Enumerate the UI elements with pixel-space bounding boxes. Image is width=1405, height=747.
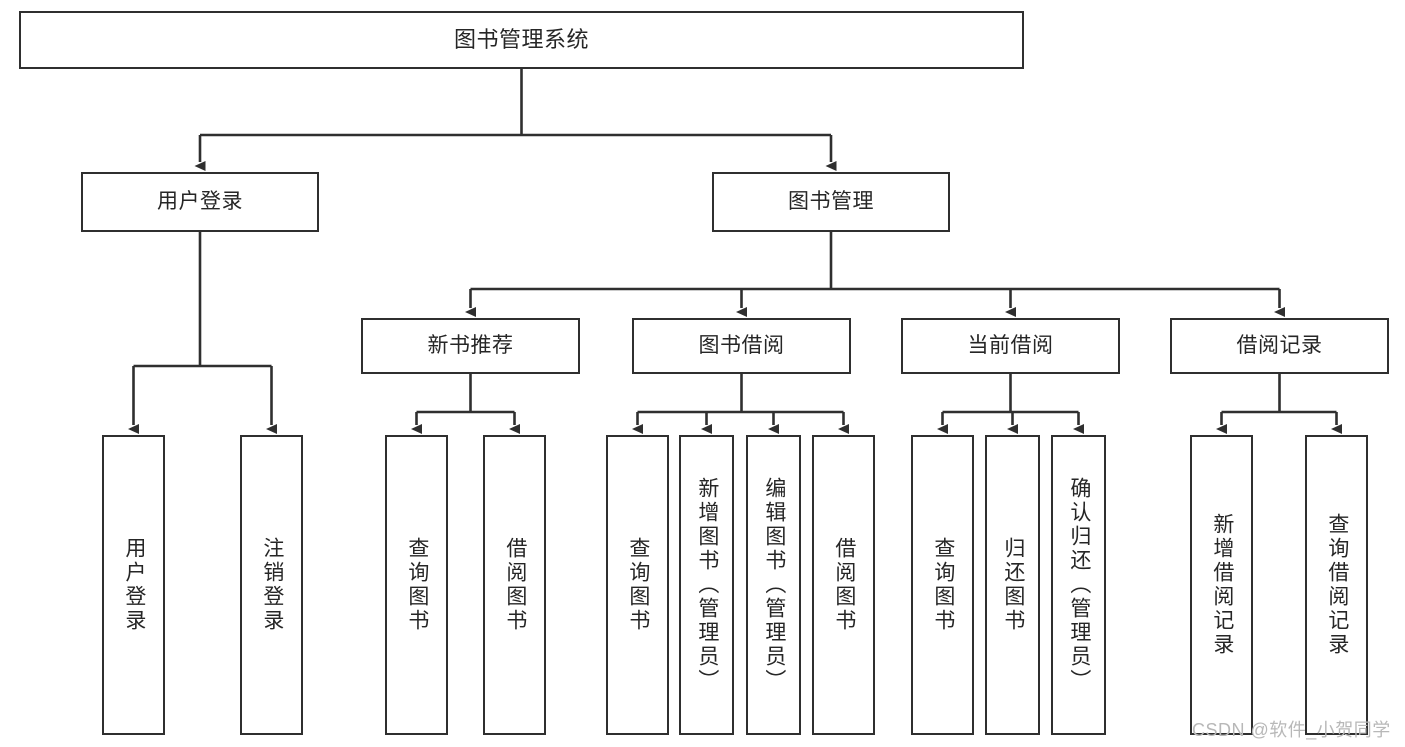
node-login-1[interactable]: 用户登录 (102, 435, 165, 735)
node-label-root: 图书管理系统 (453, 27, 589, 53)
node-label-current: 当前借阅 (967, 333, 1054, 357)
node-current-3[interactable]: 确认归还（管理员） (1051, 435, 1106, 735)
node-records-1[interactable]: 新增借阅记录 (1190, 435, 1253, 735)
node-label-current-2: 归还图书 (1001, 537, 1025, 633)
node-label-borrow-4: 借阅图书 (832, 537, 856, 633)
node-label-login-2: 注销登录 (260, 537, 284, 633)
node-label-borrow-1: 查询图书 (626, 537, 650, 633)
node-borrow-1[interactable]: 查询图书 (606, 435, 669, 735)
watermark-text: CSDN @软件_小贺同学 (1192, 720, 1391, 740)
node-root[interactable]: 图书管理系统 (19, 11, 1024, 69)
node-current[interactable]: 当前借阅 (901, 318, 1120, 374)
node-bookmgmt[interactable]: 图书管理 (712, 172, 950, 232)
node-records[interactable]: 借阅记录 (1170, 318, 1389, 374)
node-borrow-2[interactable]: 新增图书（管理员） (679, 435, 734, 735)
node-borrow-4[interactable]: 借阅图书 (812, 435, 875, 735)
node-label-borrow-3: 编辑图书（管理员） (762, 477, 786, 693)
node-current-2[interactable]: 归还图书 (985, 435, 1040, 735)
node-label-login-1: 用户登录 (122, 537, 146, 633)
node-label-current-1: 查询图书 (931, 537, 955, 633)
node-login[interactable]: 用户登录 (81, 172, 319, 232)
node-label-newbook-1: 查询图书 (405, 537, 429, 633)
node-label-records-1: 新增借阅记录 (1210, 513, 1234, 657)
node-label-newbook-2: 借阅图书 (503, 537, 527, 633)
node-newbook[interactable]: 新书推荐 (361, 318, 580, 374)
node-borrow-3[interactable]: 编辑图书（管理员） (746, 435, 801, 735)
node-newbook-1[interactable]: 查询图书 (385, 435, 448, 735)
node-label-login: 用户登录 (157, 189, 243, 213)
node-label-borrow: 图书借阅 (698, 333, 785, 357)
node-label-newbook: 新书推荐 (427, 333, 514, 357)
node-login-2[interactable]: 注销登录 (240, 435, 303, 735)
node-label-records: 借阅记录 (1236, 333, 1323, 357)
node-label-borrow-2: 新增图书（管理员） (695, 477, 719, 693)
node-label-records-2: 查询借阅记录 (1325, 513, 1349, 657)
node-newbook-2[interactable]: 借阅图书 (483, 435, 546, 735)
node-label-bookmgmt: 图书管理 (788, 189, 874, 213)
node-label-current-3: 确认归还（管理员） (1067, 477, 1091, 693)
node-borrow[interactable]: 图书借阅 (632, 318, 851, 374)
node-records-2[interactable]: 查询借阅记录 (1305, 435, 1368, 735)
node-current-1[interactable]: 查询图书 (911, 435, 974, 735)
